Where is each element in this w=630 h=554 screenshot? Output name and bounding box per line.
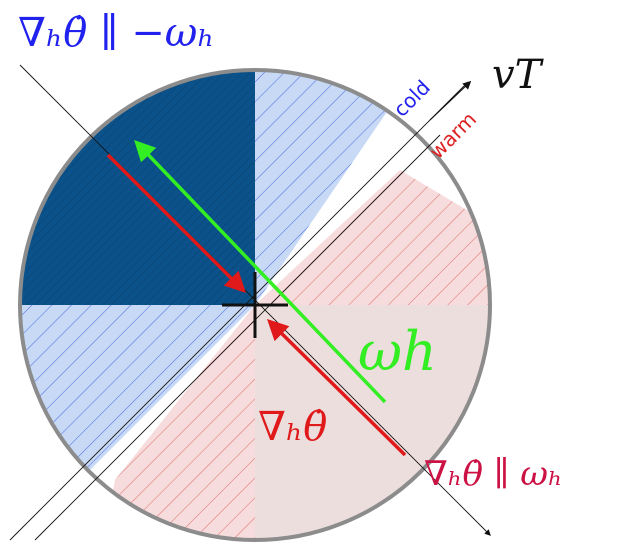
front-line-lower	[34, 134, 441, 541]
omega-arrow	[134, 139, 387, 404]
label-omega: ωh	[358, 320, 437, 383]
label-vt: vT	[492, 52, 545, 98]
label-grad: ∇ₕθ̇	[258, 404, 327, 450]
label-top-left: ∇ₕθ̇ ∥ −ωₕ	[18, 10, 215, 56]
vt-axis-arrow	[429, 80, 472, 121]
grad-arrow-lower	[267, 319, 407, 457]
grad-arrow-upper	[106, 153, 246, 293]
label-bottom-right: ∇ₕθ̇ ∥ ωₕ	[424, 454, 563, 494]
cold-light-hatch-top	[255, 70, 395, 305]
label-warm: warm	[425, 107, 482, 164]
disk-outline	[18, 68, 492, 542]
front-line-upper	[9, 81, 469, 541]
warm-hatch-bottom	[100, 305, 255, 540]
cold-light-hatch-left	[20, 305, 255, 470]
warm-hatch-right	[255, 170, 490, 305]
